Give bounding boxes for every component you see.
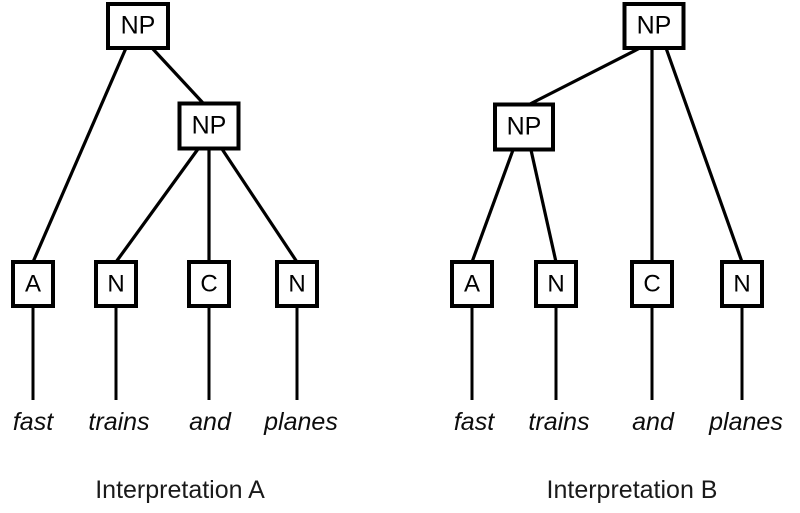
terminal-word: fast: [454, 408, 495, 436]
words-layer: fast trains and planes fast trains and planes: [13, 408, 783, 436]
tree-node-b-leaf-c[interactable]: C: [630, 260, 674, 308]
node-box: [94, 260, 138, 308]
node-box: [177, 101, 241, 151]
tree-caption: Interpretation A: [95, 476, 265, 504]
node-label: C: [643, 270, 660, 297]
tree-edge: [529, 149, 558, 263]
terminal-word: and: [632, 408, 675, 436]
tree-node-a-leaf-n1[interactable]: N: [94, 260, 138, 308]
node-label: N: [107, 270, 124, 297]
terminal-word: planes: [263, 408, 338, 436]
tree-edge: [529, 46, 641, 106]
node-label: N: [733, 270, 750, 297]
tree-node-a-leaf-a[interactable]: A: [11, 260, 55, 308]
tree-node-b-leaf-n1[interactable]: N: [534, 260, 578, 308]
node-label: NP: [121, 12, 156, 40]
node-box: [450, 260, 494, 308]
tree-edge: [150, 46, 205, 105]
node-label: A: [464, 270, 480, 297]
terminal-word: trains: [528, 408, 589, 436]
node-label: NP: [192, 112, 227, 140]
node-box: [622, 2, 686, 50]
node-box: [11, 260, 55, 308]
tree-node-b-leaf-a[interactable]: A: [450, 260, 494, 308]
node-box: [106, 2, 170, 50]
leaf-stems-layer: [31, 306, 744, 400]
terminal-word: fast: [13, 408, 54, 436]
node-label: NP: [507, 113, 542, 141]
tree-edge: [220, 148, 299, 263]
tree-node-a-np-sub[interactable]: NP: [177, 101, 241, 151]
captions-layer: Interpretation A Interpretation B: [95, 476, 717, 504]
node-box: [187, 260, 231, 308]
tree-node-b-leaf-n2[interactable]: N: [720, 260, 764, 308]
node-label: N: [547, 270, 564, 297]
tree-caption: Interpretation B: [547, 476, 718, 504]
tree-edge: [664, 47, 744, 263]
terminal-word: trains: [88, 408, 149, 436]
tree-node-a-leaf-c[interactable]: C: [187, 260, 231, 308]
node-box: [720, 260, 764, 308]
tree-node-a-leaf-n2[interactable]: N: [275, 260, 319, 308]
tree-node-b-np-root[interactable]: NP: [622, 2, 686, 50]
node-label: A: [25, 270, 41, 297]
node-label: C: [200, 270, 217, 297]
tree-node-b-np-sub[interactable]: NP: [493, 102, 555, 152]
tree-edge: [31, 47, 128, 263]
node-box: [534, 260, 578, 308]
node-label: N: [288, 270, 305, 297]
tree-edge: [114, 148, 200, 263]
node-label: NP: [637, 12, 672, 40]
tree-node-a-np-root[interactable]: NP: [106, 2, 170, 50]
node-box: [630, 260, 674, 308]
nodes-layer: NP NP A N C N NP NP A N C N: [11, 2, 764, 308]
edges-layer: [31, 46, 744, 263]
terminal-word: and: [189, 408, 232, 436]
node-box: [275, 260, 319, 308]
node-box: [493, 102, 555, 152]
tree-edge: [470, 149, 515, 263]
terminal-word: planes: [708, 408, 783, 436]
